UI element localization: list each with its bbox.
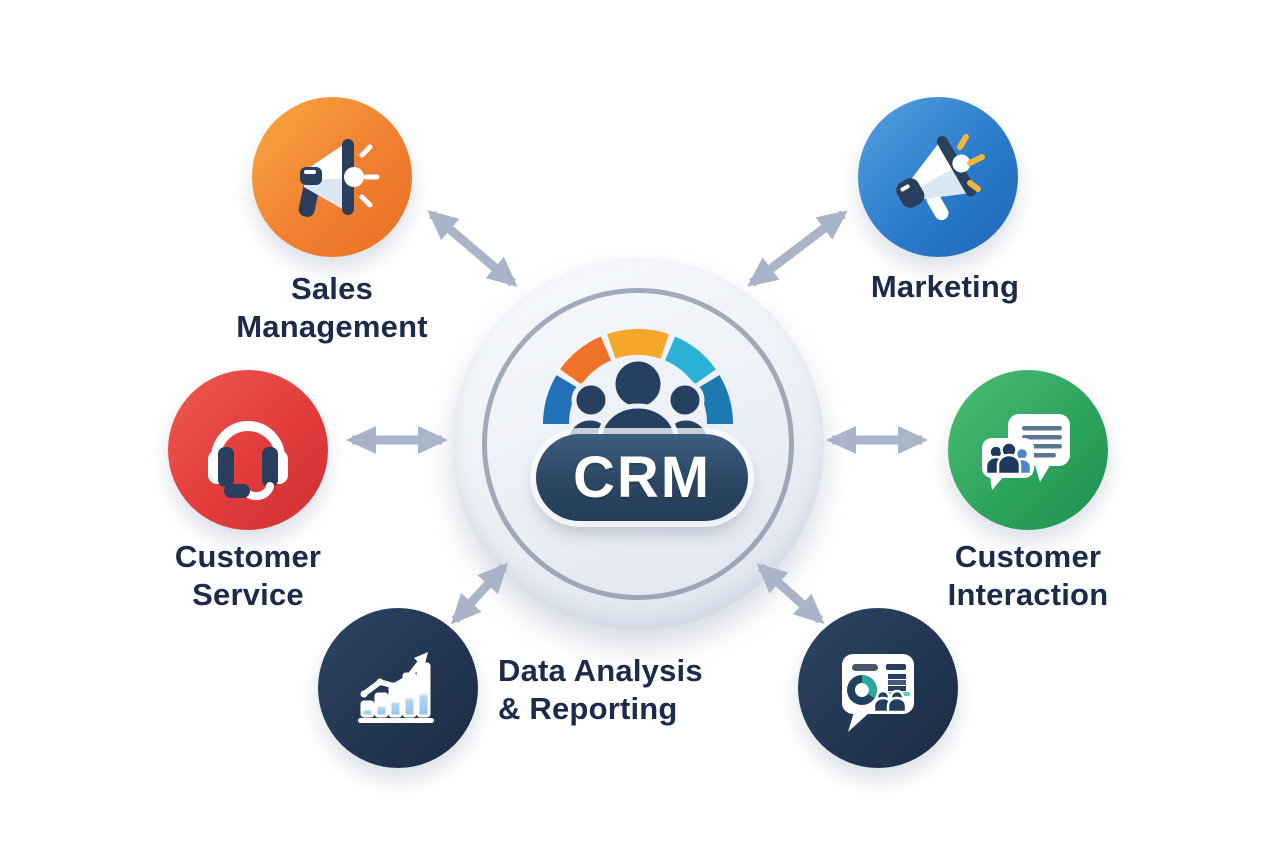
node-presentation [798,608,958,768]
node-customer-service [168,370,328,530]
hub-inner-ring [482,288,794,600]
label-sales-management: Sales Management [236,270,427,346]
crm-hub-circle: CRM [452,258,824,630]
label-customer-interaction: Customer Interaction [948,538,1109,614]
megaphone-icon [298,139,380,217]
label-line: Marketing [870,269,1020,304]
bar-chart-icon [358,652,434,723]
label-line: & Reporting [498,691,678,726]
label-line: Customer [174,539,322,574]
label-customer-service: Customer Service [175,538,321,614]
crm-pill: CRM [536,434,748,521]
node-sales-management [252,97,412,257]
label-line: Sales [290,271,374,306]
label-line: Management [236,309,428,344]
label-line: Data Analysis [498,653,703,688]
arrow-sales-crm [427,210,518,287]
label-line: Customer [954,539,1102,574]
node-data-analysis [318,608,478,768]
chat-bubbles-icon [982,414,1070,490]
gauge-arc-icon [543,328,733,425]
headset-icon [208,421,288,500]
node-customer-interaction [948,370,1108,530]
node-marketing [858,97,1018,257]
label-line: Interaction [947,577,1109,612]
arrow-marketing-crm [747,210,848,287]
megaphone-icon [896,134,985,221]
label-marketing: Marketing [871,268,1019,306]
arrow-analysis-crm [450,562,509,625]
presentation-icon [842,654,914,732]
crm-label: CRM [572,445,712,510]
label-line: Service [192,577,304,612]
label-data-analysis-reporting: Data Analysis & Reporting [498,652,703,728]
